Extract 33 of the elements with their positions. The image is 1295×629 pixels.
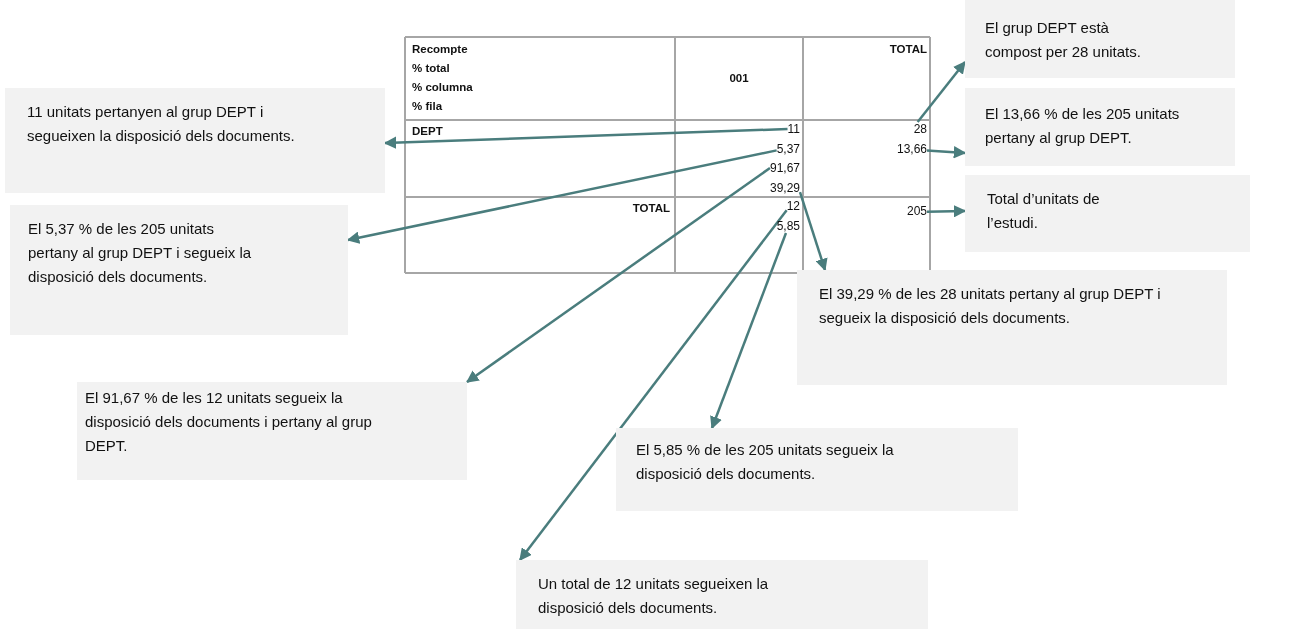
callout-box: Un total de 12 unitats segueixen la disposició dels documents.: [516, 560, 928, 629]
table-value: 13,66: [896, 142, 927, 156]
table-value: 28: [913, 122, 927, 136]
callout-box: El 5,85 % de les 205 unitats segueix la disposició dels documents.: [616, 428, 1018, 511]
table-header: % total: [412, 61, 450, 76]
column-header: 001: [729, 71, 749, 86]
callout-box: El 91,67 % de les 12 unitats segueix la disposició dels documents i pertany al grup DEPT.: [77, 382, 467, 480]
table-header: % columna: [412, 80, 473, 95]
callout-box: 11 unitats pertanyen al grup DEPT i segueixen la disposició dels documents.: [5, 88, 385, 193]
callout-box: El 5,37 % de les 205 unitats pertany al grup DEPT i segueix la disposició dels documents.: [10, 205, 348, 335]
row-header: TOTAL: [632, 201, 670, 216]
callout-box: El 13,66 % de les 205 unitats pertany al grup DEPT.: [965, 88, 1235, 166]
arrow: [926, 204, 967, 218]
table-value: 91,67: [769, 161, 800, 175]
arrow: [519, 209, 788, 561]
table-value: 39,29: [769, 181, 800, 195]
table-header: Recompte: [412, 42, 468, 57]
arrow: [466, 166, 771, 384]
table-value: 11: [787, 122, 800, 136]
arrow: [798, 191, 828, 272]
table-value: 5,37: [776, 142, 800, 156]
table-value: 205: [906, 204, 927, 218]
column-header: TOTAL: [889, 42, 927, 57]
row-header: DEPT: [412, 124, 443, 139]
table-header: % fila: [412, 99, 443, 114]
arrow: [926, 146, 967, 159]
table-value: 12: [786, 199, 800, 213]
callout-box: El grup DEPT està compost per 28 unitats.: [965, 0, 1235, 78]
arrow: [710, 232, 788, 430]
callout-box: El 39,29 % de les 28 unitats pertany al grup DEPT i segueix la disposició dels documents.: [797, 270, 1227, 385]
arrow: [916, 61, 966, 123]
callout-box: Total d’unitats de l’estudi.: [965, 175, 1250, 252]
table-value: 5,85: [776, 219, 800, 233]
